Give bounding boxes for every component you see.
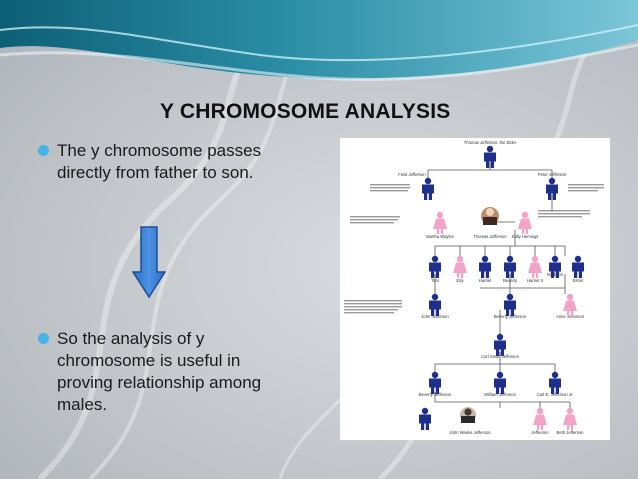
pedigree-chart-image: Thomas Jefferson, the Elder Field Jeffer… [340, 138, 610, 440]
pedigree-label-field: Field Jefferson [398, 172, 426, 177]
female-figure-icon [563, 293, 577, 316]
pedigree-label-harriet-ii: Harriet II [527, 278, 543, 283]
pedigree-label-martha: Martha Wayles [426, 234, 454, 239]
down-arrow-icon [132, 226, 166, 298]
pedigree-label-william: William Jefferson [484, 392, 516, 397]
thomas-jefferson-portrait [481, 207, 499, 225]
male-figure-icon [422, 177, 434, 200]
female-figure-icon [563, 407, 577, 430]
female-figure-icon [433, 211, 447, 234]
pedigree-label-sally: Sally Hemings [512, 234, 539, 239]
pedigree-label-gen7-mid: Jefferson [531, 430, 549, 435]
male-figure-icon [429, 293, 441, 316]
pedigree-label-beverly-jr: Beverly Jefferson [419, 392, 452, 397]
pedigree-label-beverly-j: Beverly Jefferson [494, 314, 527, 319]
male-figure-icon [419, 407, 431, 430]
female-figure-icon [518, 211, 532, 234]
pedigree-label-anne: Anne Jefferson [556, 314, 585, 319]
pedigree-diagram: Thomas Jefferson, the Elder Field Jeffer… [344, 140, 604, 435]
male-figure-icon [479, 255, 491, 278]
pedigree-label-harriet: Harriet [479, 278, 492, 283]
pedigree-label-carl: Carl Smith Jefferson [481, 354, 520, 359]
pedigree-label-beverly: Beverly [503, 278, 518, 283]
pedigree-label-john: John Jefferson [421, 314, 449, 319]
bullet-text-1: The y chromosome passes directly from fa… [57, 141, 262, 182]
pedigree-label-peter: Peter Jefferson [538, 172, 567, 177]
male-figure-icon [429, 371, 441, 394]
female-figure-icon [533, 407, 547, 430]
bullet-item-1: The y chromosome passes directly from fa… [38, 140, 308, 184]
bullet-dot-icon [38, 145, 49, 156]
male-figure-icon [504, 293, 516, 316]
annotation-text-lines [344, 184, 604, 314]
pedigree-label-eston: Eston [573, 278, 584, 283]
pedigree-label-madison: Madison [547, 272, 563, 277]
pedigree-label-thomas: Thomas Jefferson [473, 234, 507, 239]
female-figure-icon [453, 255, 467, 278]
pedigree-label-edy: Edy [456, 278, 464, 283]
top-banner [0, 0, 638, 81]
pedigree-label-beth: Beth Jefferson [557, 430, 585, 435]
bullet-item-2: So the analysis of y chromosome is usefu… [38, 328, 298, 416]
female-figure-icon [528, 255, 542, 278]
pedigree-label-top: Thomas Jefferson, the Elder [464, 140, 517, 145]
bullet-text-2: So the analysis of y chromosome is usefu… [57, 329, 262, 414]
pedigree-label-carl-jr: Carl E. Jefferson Jr. [537, 392, 574, 397]
slide-title: Y CHROMOSOME ANALYSIS [160, 100, 451, 123]
bullet-dot-icon [38, 333, 49, 344]
pedigree-label-tom: Tom [431, 278, 439, 283]
male-figure-icon [572, 255, 584, 278]
pedigree-label-john-weeks: John Weeks Jefferson [449, 430, 491, 435]
male-figure-icon [494, 371, 506, 394]
male-figure-icon [549, 371, 561, 394]
john-weeks-portrait [460, 407, 476, 423]
